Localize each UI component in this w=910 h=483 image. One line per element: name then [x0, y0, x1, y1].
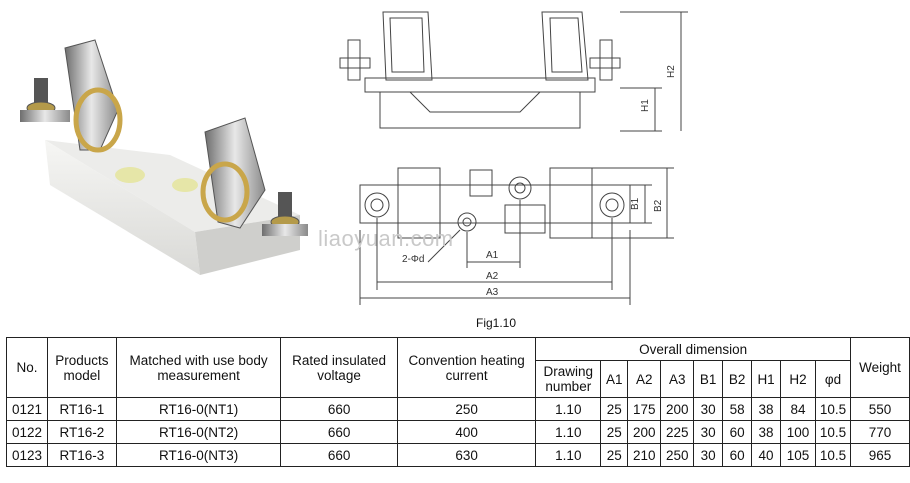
cell-h1: 38: [751, 420, 782, 444]
figure-caption: Fig1.10: [476, 316, 517, 330]
cell-no: 0123: [6, 443, 48, 467]
cell-h1: 40: [751, 443, 782, 467]
a1-label: A1: [486, 250, 499, 261]
header-h2: H2: [780, 360, 816, 398]
cell-weight: 550: [849, 397, 910, 421]
cell-current: 630: [396, 443, 537, 467]
product-photo: [20, 39, 308, 275]
cell-voltage: 660: [280, 397, 398, 421]
hole-label: 2-Φd: [402, 254, 424, 265]
cell-body: RT16-0(NT1): [115, 397, 282, 421]
cell-b1: 30: [693, 420, 724, 444]
top-view: [359, 167, 674, 305]
cell-model: RT16-3: [46, 443, 117, 467]
header-a3: A3: [660, 360, 695, 398]
cell-a2: 200: [627, 420, 662, 444]
h2-label: H2: [666, 65, 677, 78]
header-overall-dimension: Overall dimension: [535, 337, 851, 361]
cell-h2: 105: [780, 443, 816, 467]
header-h1: H1: [751, 360, 782, 398]
technical-drawing: H1 H2 B1 B2 A1 A2 A3 2-Φd: [339, 11, 688, 305]
header-b2: B2: [722, 360, 753, 398]
cell-a3: 225: [660, 420, 695, 444]
left-clip: [64, 39, 123, 153]
cell-voltage: 660: [280, 443, 398, 467]
cell-phi-d: 10.5: [815, 397, 851, 421]
cell-a1: 25: [600, 420, 629, 444]
left-terminal-bolt: [20, 78, 70, 122]
ceramic-base: [45, 140, 300, 275]
a3-label: A3: [486, 287, 499, 298]
cell-h2: 84: [780, 397, 816, 421]
header-weight: Weight: [849, 337, 910, 398]
header-voltage: Rated insulated voltage: [280, 337, 398, 398]
a2-label: A2: [486, 271, 499, 282]
cell-weight: 965: [849, 443, 910, 467]
header-no: No.: [6, 337, 48, 398]
cell-phi-d: 10.5: [815, 443, 851, 467]
cell-b2: 60: [722, 420, 753, 444]
table-row: 0121 RT16-1 RT16-0(NT1) 660 250 1.10 25 …: [6, 397, 910, 421]
cell-model: RT16-1: [46, 397, 117, 421]
right-terminal-bolt: [262, 192, 308, 236]
spec-table: No. Products model Matched with use body…: [6, 337, 910, 467]
cell-b1: 30: [693, 443, 724, 467]
cell-a3: 250: [660, 443, 695, 467]
header-drawing-number: Drawing number: [535, 360, 602, 398]
header-a1: A1: [600, 360, 629, 398]
table-row: 0123 RT16-3 RT16-0(NT3) 660 630 1.10 25 …: [6, 443, 910, 467]
header-b1: B1: [693, 360, 724, 398]
h1-label: H1: [640, 99, 651, 112]
header-current: Convention heating current: [396, 337, 537, 398]
cell-a1: 25: [600, 443, 629, 467]
cell-body: RT16-0(NT2): [115, 420, 282, 444]
cell-drawing-number: 1.10: [535, 420, 602, 444]
b2-label: B2: [653, 199, 664, 212]
cell-a1: 25: [600, 397, 629, 421]
cell-weight: 770: [849, 420, 910, 444]
b1-label: B1: [630, 197, 641, 210]
header-model: Products model: [46, 337, 117, 398]
cell-no: 0121: [6, 397, 48, 421]
cell-drawing-number: 1.10: [535, 443, 602, 467]
cell-h2: 100: [780, 420, 816, 444]
cell-current: 250: [396, 397, 537, 421]
cell-drawing-number: 1.10: [535, 397, 602, 421]
table-row: 0122 RT16-2 RT16-0(NT2) 660 400 1.10 25 …: [6, 420, 910, 444]
side-view: [339, 11, 688, 132]
cell-a2: 210: [627, 443, 662, 467]
cell-a3: 200: [660, 397, 695, 421]
header-body: Matched with use body measurement: [115, 337, 282, 398]
cell-voltage: 660: [280, 420, 398, 444]
cell-no: 0122: [6, 420, 48, 444]
right-clip: [200, 117, 266, 229]
header-a2: A2: [627, 360, 662, 398]
cell-h1: 38: [751, 397, 782, 421]
cell-model: RT16-2: [46, 420, 117, 444]
cell-phi-d: 10.5: [815, 420, 851, 444]
watermark: liaoyuan.com: [318, 226, 454, 251]
cell-b2: 60: [722, 443, 753, 467]
cell-current: 400: [396, 420, 537, 444]
cell-b2: 58: [722, 397, 753, 421]
cell-body: RT16-0(NT3): [115, 443, 282, 467]
cell-a2: 175: [627, 397, 662, 421]
header-phi-d: φd: [815, 360, 851, 398]
cell-b1: 30: [693, 397, 724, 421]
